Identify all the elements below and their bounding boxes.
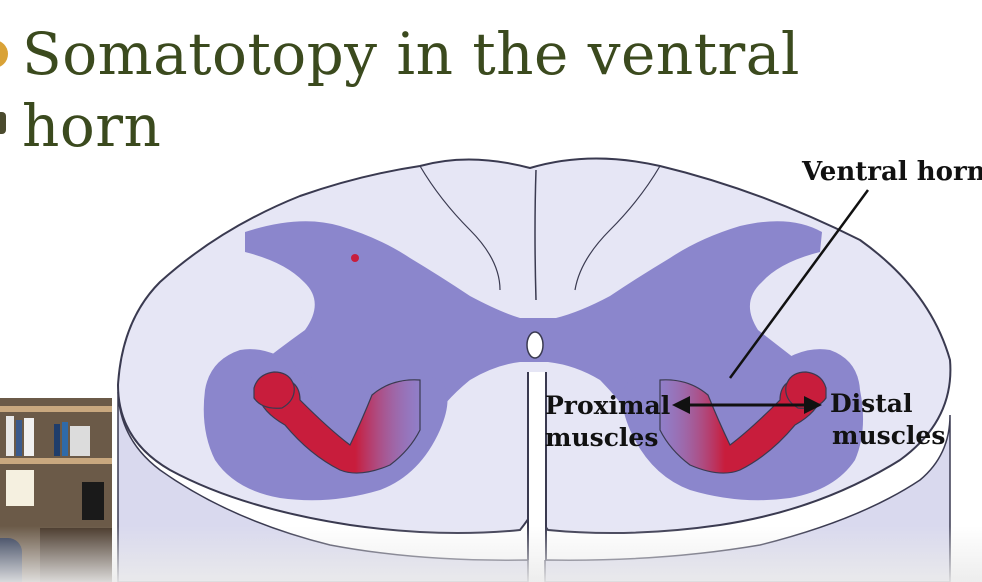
book bbox=[54, 424, 60, 456]
label-proximal: Proximal bbox=[545, 391, 670, 420]
bookshelf bbox=[0, 406, 112, 412]
label-ventral-horn: Ventral horn bbox=[801, 157, 982, 187]
book bbox=[16, 420, 22, 456]
label-distal: Distal bbox=[830, 389, 913, 418]
dorsal-root-line bbox=[574, 165, 661, 291]
bookshelf bbox=[0, 458, 112, 464]
right-arm-icon bbox=[659, 379, 823, 474]
left-arm-icon bbox=[257, 379, 421, 474]
arrow-right-head-icon bbox=[804, 396, 822, 414]
dorsal-root-line bbox=[419, 165, 501, 291]
poster bbox=[6, 470, 34, 506]
desk bbox=[40, 528, 112, 582]
ventral-fissure-fill bbox=[529, 372, 545, 560]
book bbox=[6, 416, 14, 456]
presenter-video-thumbnail[interactable] bbox=[0, 398, 112, 582]
label-distal-muscles: muscles bbox=[832, 421, 945, 450]
slide-title-line-2: horn bbox=[22, 92, 162, 160]
book bbox=[70, 426, 90, 456]
presenter-shoulder bbox=[0, 538, 22, 582]
monitor bbox=[82, 482, 104, 520]
book bbox=[24, 418, 34, 456]
central-canal bbox=[526, 331, 544, 359]
dorsal-septum bbox=[534, 169, 537, 301]
bullet-icon bbox=[0, 40, 8, 68]
ventral-horn-pointer bbox=[728, 189, 870, 379]
book bbox=[62, 422, 68, 456]
title-area: Somatotopy in the ventral horn bbox=[0, 0, 982, 160]
arrow-left-head-icon bbox=[672, 396, 690, 414]
slide-title-line-1: Somatotopy in the ventral bbox=[22, 20, 800, 88]
neuron-dot-icon bbox=[351, 254, 359, 262]
bullet-icon bbox=[0, 112, 6, 134]
left-fist-icon bbox=[253, 371, 295, 409]
slide-title: Somatotopy in the ventral horn bbox=[22, 18, 822, 160]
label-proximal-muscles: muscles bbox=[545, 423, 658, 452]
